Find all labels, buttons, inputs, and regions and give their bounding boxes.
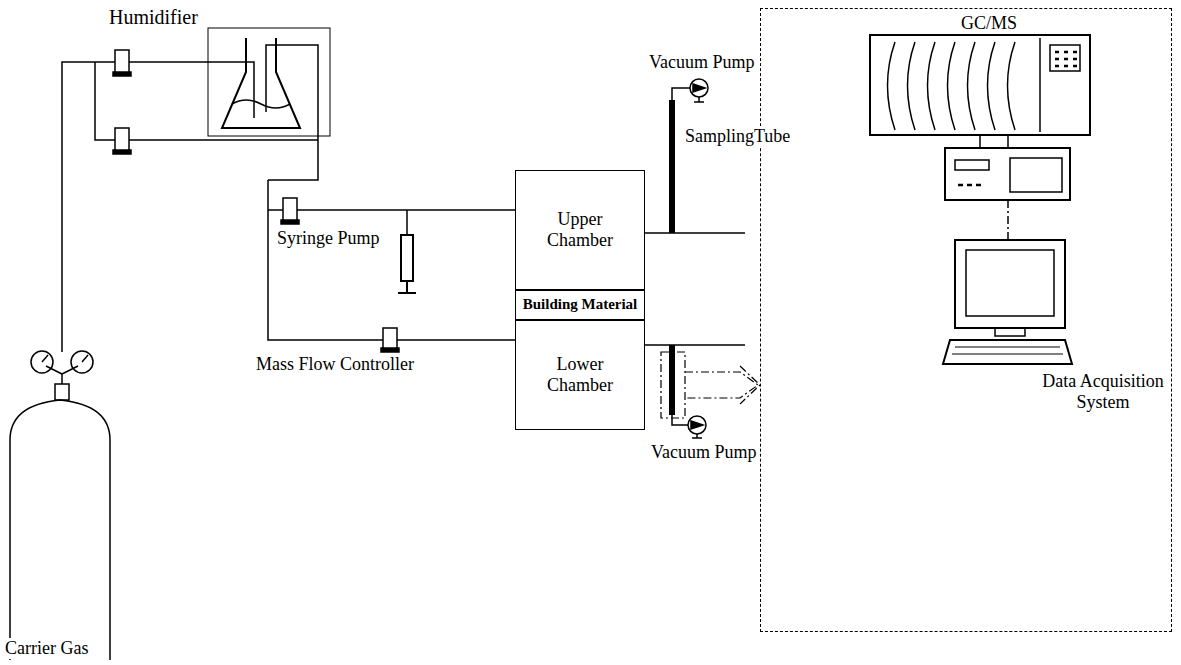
pipe <box>266 45 318 180</box>
gas-pipes <box>62 45 515 352</box>
pump-symbol <box>690 79 708 97</box>
gc-panel <box>1050 45 1080 71</box>
pump-symbol <box>694 97 704 102</box>
gas-cylinder <box>10 351 110 660</box>
part-label: Carrier Gas <box>4 638 89 659</box>
ms-connector <box>980 135 1008 148</box>
transfer-arrow <box>661 352 760 418</box>
syringe-plunger <box>398 281 416 293</box>
outlet-pipe <box>645 344 745 346</box>
pump-line <box>672 415 688 425</box>
pump-symbol <box>692 434 702 438</box>
part-label: Humidifier <box>108 6 199 29</box>
humidifier-flask <box>208 28 330 136</box>
monitor-screen <box>966 250 1054 316</box>
sampling-tube <box>669 100 675 233</box>
pump-line <box>672 88 690 100</box>
part-label: SamplingTube <box>684 126 791 147</box>
pipe <box>268 209 515 211</box>
gc-column <box>888 42 1016 130</box>
pump-symbol <box>693 84 705 92</box>
mass-flow-controller <box>113 50 399 352</box>
syringe-needle <box>406 210 408 235</box>
gc-oven <box>870 35 1090 135</box>
sampling-tube <box>669 100 675 415</box>
chamber-box: Upper Chamber <box>515 170 645 290</box>
outlet-pipe <box>645 232 745 234</box>
mfc-base <box>113 150 131 154</box>
chamber-label: Upper Chamber <box>544 209 616 250</box>
mfc-body <box>115 128 129 152</box>
gc-buttons <box>1055 52 1077 66</box>
ms-display <box>955 160 989 170</box>
computer <box>943 200 1072 364</box>
gauge-needle <box>42 355 88 362</box>
chamber-label: Lower Chamber <box>544 354 616 395</box>
chamber-box: Lower Chamber <box>515 320 645 430</box>
monitor-stand <box>995 328 1025 336</box>
monitor <box>955 240 1065 328</box>
data-link <box>1007 200 1009 240</box>
sampling-tube <box>669 345 675 415</box>
water-surface <box>232 100 290 108</box>
humidifier-housing <box>208 28 330 136</box>
pump-symbol <box>691 421 703 429</box>
syringe-barrel <box>401 235 413 281</box>
pipe <box>62 62 254 352</box>
pump-symbol <box>688 416 706 434</box>
mfc-body <box>283 198 297 222</box>
ms-unit <box>945 148 1070 200</box>
ms-panel <box>1010 158 1062 192</box>
gc-panel-edge <box>1039 38 1041 132</box>
part-label: Vacuum Pump <box>648 52 756 73</box>
part-label: Mass Flow Controller <box>255 354 415 375</box>
mfc-base <box>381 348 399 352</box>
part-label: Syringe Pump <box>276 228 381 249</box>
part-label: Vacuum Pump <box>650 442 758 463</box>
cylinder-body <box>10 400 110 660</box>
flask-outline <box>222 38 300 128</box>
ms-buttons <box>958 184 981 187</box>
keyboard <box>943 340 1072 364</box>
chamber-label: Building Material <box>523 296 638 313</box>
mfc-base <box>113 72 131 76</box>
pipe <box>268 180 515 340</box>
cylinder-valve <box>55 384 69 400</box>
instrument-label: GC/MS <box>961 13 1017 34</box>
syringe-pump <box>398 210 416 293</box>
system-label: Data Acquisition System <box>1039 371 1167 412</box>
keyboard-keys <box>952 347 1063 354</box>
mfc-base <box>281 220 299 224</box>
instrument-group: GC/MS Data Acquisition System <box>760 8 1172 632</box>
transfer-arrow <box>685 372 758 398</box>
chamber-box: Building Material <box>515 290 645 320</box>
mfc-body <box>115 50 129 74</box>
gcms-instrument <box>870 35 1090 200</box>
arrow-head <box>740 366 760 404</box>
sample-marker <box>661 352 685 418</box>
mfc-body <box>383 328 397 350</box>
